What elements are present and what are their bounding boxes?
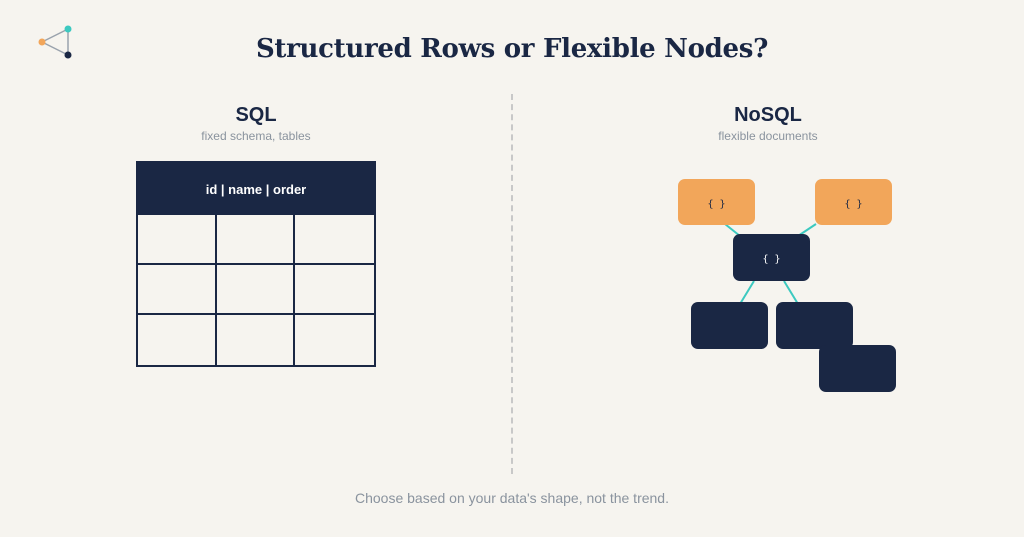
sql-table: id | name | order	[136, 161, 376, 367]
document-node-label: { }	[707, 199, 725, 210]
table-cell	[295, 215, 374, 265]
column-divider	[511, 94, 513, 474]
table-cell	[295, 265, 374, 315]
logo-graph-icon	[38, 25, 72, 59]
table-cell	[295, 315, 374, 365]
connector-line	[783, 280, 799, 305]
document-node-orange	[678, 179, 755, 225]
nosql-subtitle: flexible documents	[718, 129, 818, 143]
document-node-orange	[815, 179, 892, 225]
document-node-navy	[733, 234, 810, 281]
document-node-label: { }	[844, 199, 862, 210]
sql-heading: SQL	[235, 104, 277, 126]
document-node-navy	[776, 302, 853, 349]
table-cell	[138, 265, 217, 315]
sql-table-header: id | name | order	[138, 163, 374, 215]
page-title: Structured Rows or Flexible Nodes?	[255, 34, 769, 64]
table-cell	[216, 215, 296, 265]
sql-subtitle: fixed schema, tables	[201, 129, 311, 143]
table-cell	[216, 265, 296, 315]
table-cell	[217, 315, 296, 365]
footer-caption: Choose based on your data's shape, not t…	[354, 490, 669, 506]
document-node-navy	[691, 302, 768, 349]
connector-line	[724, 223, 741, 237]
table-cell	[138, 215, 217, 265]
document-node-label: { }	[762, 254, 780, 265]
nosql-node-graph: { } { } { }	[678, 179, 896, 392]
table-cell	[138, 315, 217, 365]
nosql-heading: NoSQL	[734, 104, 802, 126]
document-node-navy	[819, 345, 896, 392]
connector-line	[739, 280, 755, 305]
sql-table-grid	[138, 215, 374, 365]
